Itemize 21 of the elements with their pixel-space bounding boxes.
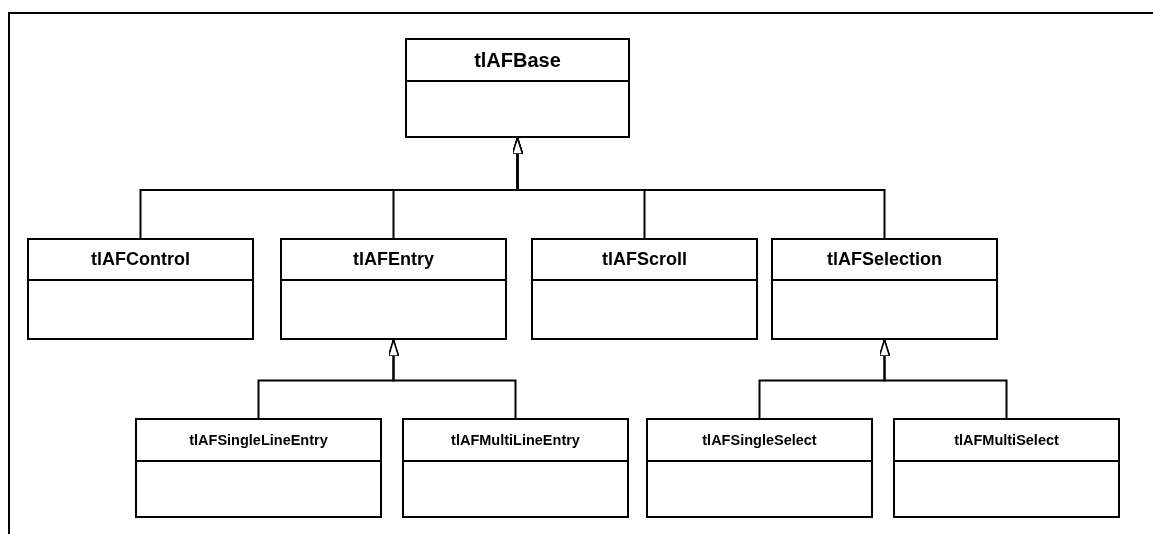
class-name: tlAFScroll [602,249,687,270]
class-box [405,38,630,138]
class-box [402,418,629,518]
class-box [771,238,998,340]
inheritance-arrow [387,339,517,419]
class-name: tlAFSingleSelect [702,432,817,448]
class-name: tlAFControl [91,249,190,270]
class-box [646,418,873,518]
class-name: tlAFEntry [353,249,434,270]
class-box [893,418,1120,518]
class-box [135,418,382,518]
class-box [531,238,758,340]
class-name: tlAFMultiSelect [954,432,1059,448]
class-name: tlAFBase [474,48,561,72]
class-name: tlAFSelection [827,249,942,270]
inheritance-arrow [511,137,886,239]
class-box [27,238,254,340]
inheritance-arrow [878,339,1008,419]
class-box [280,238,507,340]
class-name: tlAFMultiLineEntry [451,432,580,448]
class-name: tlAFSingleLineEntry [189,432,328,448]
